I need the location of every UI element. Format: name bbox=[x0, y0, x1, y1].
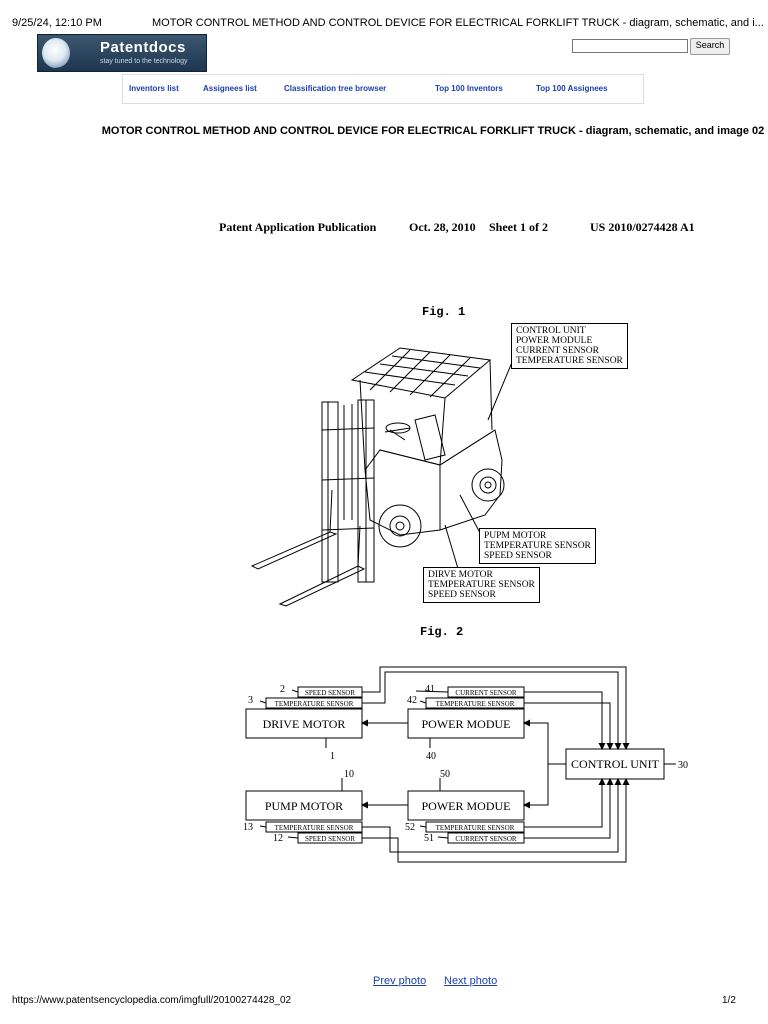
callout-top-line-2: POWER MODULE bbox=[516, 336, 593, 346]
control-unit-label: CONTROL UNIT bbox=[571, 757, 660, 771]
callout-bot-line-2: TEMPERATURE SENSOR bbox=[428, 580, 535, 590]
ref-52: 52 bbox=[405, 822, 415, 833]
ref-50: 50 bbox=[440, 769, 450, 780]
nav-top-assignees[interactable]: Top 100 Assignees bbox=[536, 84, 608, 93]
callout-mid-line-3: SPEED SENSOR bbox=[484, 551, 552, 561]
lightbulb-icon bbox=[42, 38, 70, 68]
speed-sensor-pump-label: SPEED SENSOR bbox=[305, 835, 355, 843]
nav-assignees-list[interactable]: Assignees list bbox=[203, 84, 257, 93]
page-title: MOTOR CONTROL METHOD AND CONTROL DEVICE … bbox=[101, 125, 765, 137]
temp-sensor-pm-top-label: TEMPERATURE SENSOR bbox=[436, 700, 515, 708]
callout-mid-line-2: TEMPERATURE SENSOR bbox=[484, 541, 591, 551]
publication-date: Oct. 28, 2010 bbox=[409, 220, 476, 234]
ref-13: 13 bbox=[243, 822, 253, 833]
callout-pump-motor: PUPM MOTOR TEMPERATURE SENSOR SPEED SENS… bbox=[479, 528, 596, 564]
search-button[interactable]: Search bbox=[690, 38, 730, 55]
next-photo-link[interactable]: Next photo bbox=[444, 975, 498, 987]
callout-mid-line-1: PUPM MOTOR bbox=[484, 531, 547, 541]
drive-motor-label: DRIVE MOTOR bbox=[263, 717, 346, 731]
patentdocs-logo[interactable]: Patentdocs stay tuned to the technology bbox=[37, 34, 207, 72]
publication-number: US 2010/0274428 A1 bbox=[590, 220, 695, 234]
pump-motor-label: PUMP MOTOR bbox=[265, 799, 343, 813]
logo-tagline: stay tuned to the technology bbox=[100, 58, 188, 65]
print-title: MOTOR CONTROL METHOD AND CONTROL DEVICE … bbox=[152, 17, 764, 29]
callout-top-line-3: CURRENT SENSOR bbox=[516, 346, 599, 356]
publication-sheet: Sheet 1 of 2 bbox=[489, 220, 548, 234]
footer-page-number: 1/2 bbox=[722, 995, 736, 1006]
logo-name: Patentdocs bbox=[100, 39, 186, 56]
publication-type: Patent Application Publication bbox=[219, 220, 377, 234]
nav-top-inventors[interactable]: Top 100 Inventors bbox=[435, 84, 503, 93]
ref-30: 30 bbox=[678, 760, 688, 771]
ref-51: 51 bbox=[424, 833, 434, 844]
prev-photo-link[interactable]: Prev photo bbox=[373, 975, 427, 987]
search-input[interactable] bbox=[572, 39, 688, 53]
callout-top-line-1: CONTROL UNIT bbox=[516, 326, 586, 336]
fig1-label: Fig. 1 bbox=[422, 305, 466, 319]
temp-sensor-drive-label: TEMPERATURE SENSOR bbox=[275, 700, 354, 708]
callout-bot-line-3: SPEED SENSOR bbox=[428, 590, 496, 600]
callout-bot-line-1: DIRVE MOTOR bbox=[428, 570, 493, 580]
footer-url: https://www.patentsencyclopedia.com/imgf… bbox=[12, 995, 292, 1006]
nav-bar: Inventors list Assignees list Classifica… bbox=[122, 74, 644, 104]
ref-1: 1 bbox=[330, 751, 335, 762]
ref-40: 40 bbox=[426, 751, 436, 762]
nav-inventors-list[interactable]: Inventors list bbox=[129, 84, 179, 93]
nav-classification-tree[interactable]: Classification tree browser bbox=[284, 84, 387, 93]
callout-control-unit: CONTROL UNIT POWER MODULE CURRENT SENSOR… bbox=[511, 323, 628, 369]
ref-3: 3 bbox=[248, 695, 253, 706]
ref-12: 12 bbox=[273, 833, 283, 844]
temp-sensor-pump-label: TEMPERATURE SENSOR bbox=[275, 824, 354, 832]
power-module-top-label: POWER MODUE bbox=[422, 717, 511, 731]
ref-10: 10 bbox=[344, 769, 354, 780]
speed-sensor-top-label: SPEED SENSOR bbox=[305, 689, 355, 697]
ref-2: 2 bbox=[280, 684, 285, 695]
fig2-label: Fig. 2 bbox=[420, 625, 464, 639]
temp-sensor-pm-bottom-label: TEMPERATURE SENSOR bbox=[436, 824, 515, 832]
current-sensor-top-label: CURRENT SENSOR bbox=[455, 689, 516, 697]
ref-42: 42 bbox=[407, 695, 417, 706]
current-sensor-bottom-label: CURRENT SENSOR bbox=[455, 835, 516, 843]
ref-41: 41 bbox=[425, 684, 435, 695]
print-datetime: 9/25/24, 12:10 PM bbox=[12, 17, 102, 29]
callout-drive-motor: DIRVE MOTOR TEMPERATURE SENSOR SPEED SEN… bbox=[423, 567, 540, 603]
power-module-bottom-label: POWER MODUE bbox=[422, 799, 511, 813]
callout-top-line-4: TEMPERATURE SENSOR bbox=[516, 356, 623, 366]
block-diagram: DRIVE MOTOR POWER MODUE CONTROL UNIT PUM… bbox=[243, 666, 688, 863]
